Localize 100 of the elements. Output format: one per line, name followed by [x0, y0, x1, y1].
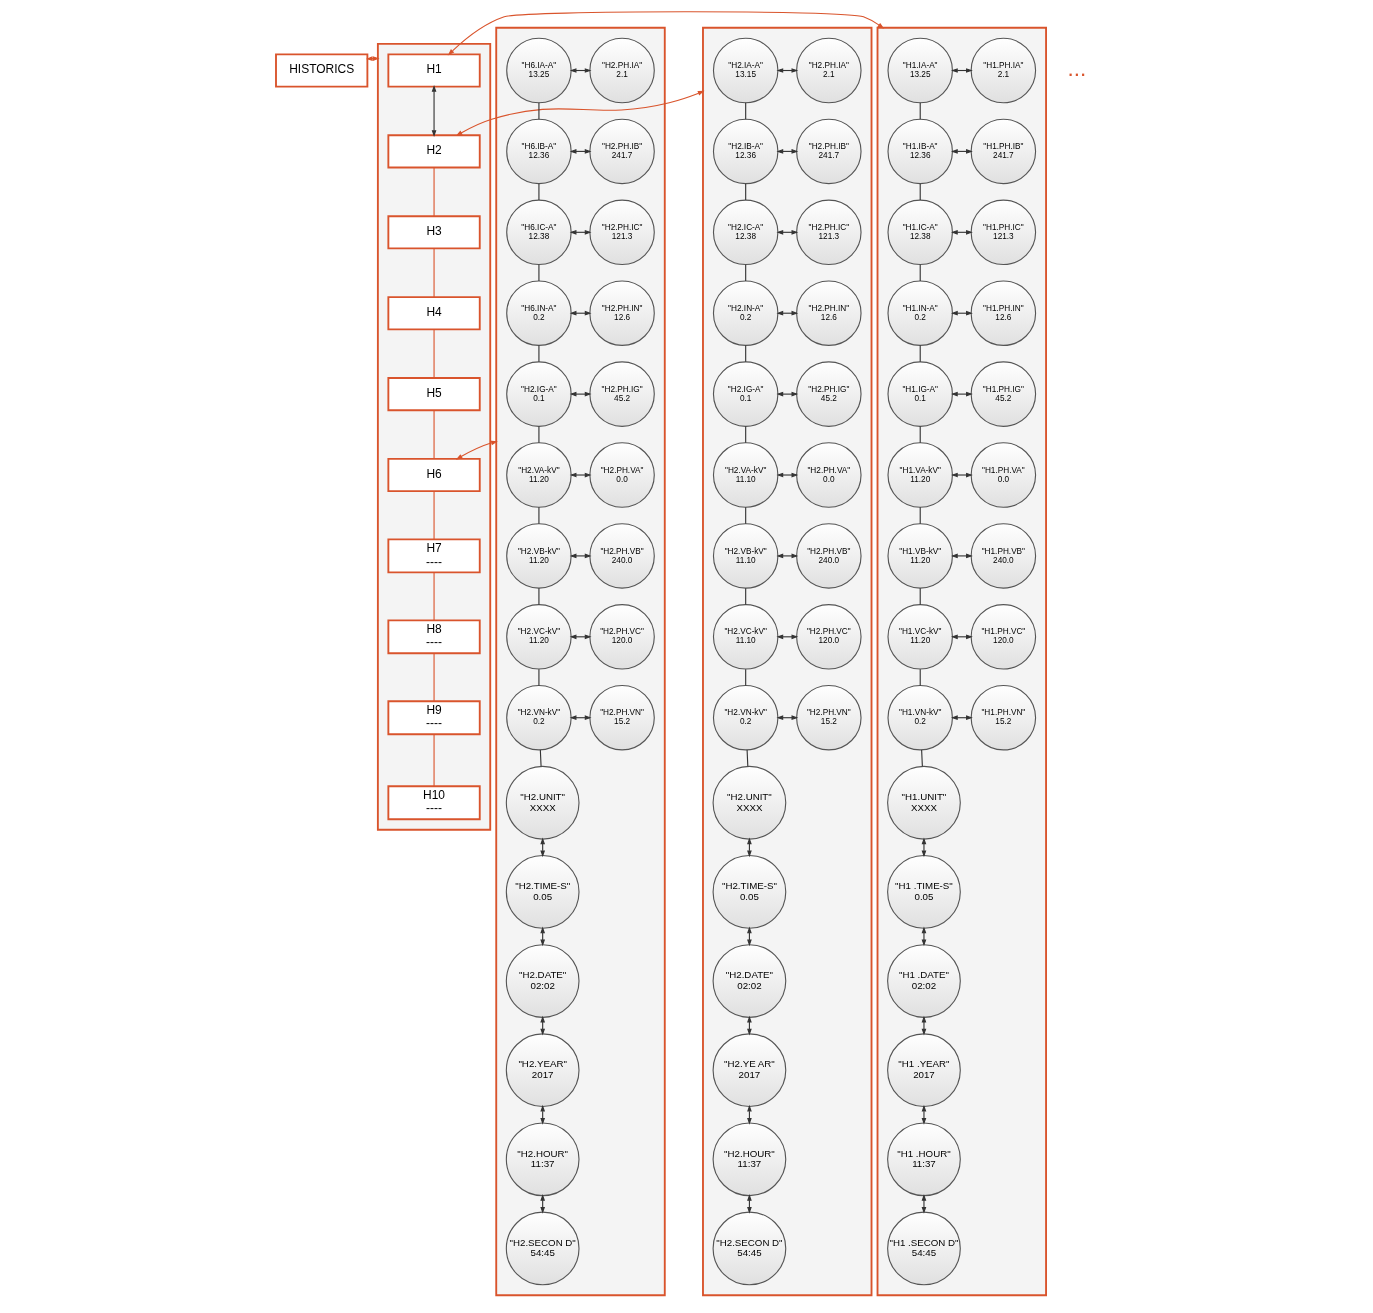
connector	[433, 167, 435, 217]
node-circle: "H2.PH.IN" 12.6	[796, 280, 862, 346]
node-circle: "H2.VA-kV" 11.20	[506, 442, 572, 508]
connector	[538, 587, 540, 606]
connector	[538, 425, 540, 444]
connector	[746, 749, 749, 767]
connector	[538, 345, 540, 363]
node-circle: "H2.TIME-S" 0.05	[712, 855, 787, 929]
connector	[538, 264, 540, 282]
arrow	[951, 391, 973, 397]
connector	[433, 248, 435, 298]
node-circle: "H6.IB-A" 12.36	[506, 118, 572, 185]
connector	[433, 652, 435, 702]
node-circle: "H2.VA-kV" 11.10	[712, 442, 779, 508]
arrow	[921, 837, 927, 858]
node-circle: "H2.PH.IG" 45.2	[796, 361, 862, 427]
node-circle: "H2.SECON D" 54:45	[712, 1211, 787, 1286]
node-box: H3	[387, 215, 481, 250]
node-circle: "H2.UNIT" XXXX	[712, 765, 787, 840]
arrow	[921, 1104, 927, 1125]
node-circle: "H1.IG-A" 0.1	[887, 361, 953, 427]
node-circle: "H1.VC-kV" 11.20	[887, 604, 953, 670]
node-circle: "H2.PH.IN" 12.6	[589, 280, 655, 346]
connector	[433, 490, 435, 540]
node-circle: "H2.PH.VN" 15.2	[589, 684, 655, 751]
node-box: H1	[387, 53, 481, 88]
node-circle: "H2.PH.IB" 241.7	[589, 118, 655, 185]
node-box: H8 ----	[387, 619, 481, 655]
node-box: HISTORICS	[275, 53, 369, 88]
node-circle: "H1.PH.VC" 120.0	[970, 604, 1037, 670]
node-circle: "H2.IA-A" 13.15	[712, 37, 779, 104]
connector	[919, 587, 921, 606]
node-circle: "H1 .YEAR" 2017	[887, 1033, 961, 1108]
connector	[433, 409, 435, 460]
arrow	[921, 926, 927, 947]
connector	[538, 102, 540, 120]
node-circle: "H2.PH.IG" 45.2	[589, 361, 655, 427]
node-circle: "H2.VB-kV" 11.20	[506, 523, 572, 589]
node-circle: "H2.YE AR" 2017	[712, 1033, 787, 1108]
node-circle: "H2.VN-kV" 0.2	[712, 684, 779, 751]
connector	[538, 668, 540, 687]
node-circle: "H2.PH.IA" 2.1	[796, 37, 862, 104]
node-circle: "H1 .SECON D" 54:45	[887, 1211, 961, 1286]
arrow	[951, 553, 973, 559]
node-circle: "H2.IC-A" 12.38	[712, 199, 779, 266]
node-box: H10 ----	[387, 785, 481, 821]
node-circle: "H2.IG-A" 0.1	[712, 361, 779, 427]
arrow	[921, 1015, 927, 1036]
arrow	[776, 472, 799, 478]
node-circle: "H2.IB-A" 12.36	[712, 118, 779, 185]
node-circle: "H2.VN-kV" 0.2	[506, 684, 572, 751]
node-circle: "H1.PH.IC" 121.3	[970, 199, 1037, 266]
node-circle: "H2.PH.IC" 121.3	[796, 199, 862, 266]
node-circle: "H2.PH.IC" 121.3	[589, 199, 655, 266]
connector	[433, 733, 435, 787]
node-circle: "H2.PH.VC" 120.0	[796, 604, 862, 670]
arrow	[455, 90, 705, 137]
arrow	[431, 85, 437, 137]
node-box: H4	[387, 296, 481, 331]
cluster	[702, 26, 873, 1297]
node-circle: "H1.IA-A" 13.25	[887, 37, 953, 104]
node-circle: "H2.PH.VA" 0.0	[796, 442, 862, 508]
node-circle: "H2.VC-kV" 11.20	[506, 604, 572, 670]
node-circle: "H1.PH.IA" 2.1	[970, 37, 1037, 104]
node-circle: "H2.PH.IA" 2.1	[589, 37, 655, 104]
arrow	[921, 1194, 927, 1214]
connector	[538, 506, 540, 525]
node-circle: "H1.IN-A" 0.2	[887, 280, 953, 346]
node-circle: "H6.IA-A" 13.25	[506, 37, 572, 104]
connector	[745, 506, 747, 525]
connector	[433, 328, 435, 379]
connector	[921, 749, 923, 767]
node-circle: "H1.PH.VN" 15.2	[970, 684, 1037, 751]
node-circle: "H1.VB-kV" 11.20	[887, 523, 953, 589]
connector	[745, 587, 747, 606]
node-box: H7 ----	[387, 538, 481, 574]
node-circle: "H2.VB-kV" 11.10	[712, 523, 779, 589]
node-circle: "H2.PH.VB" 240.0	[796, 523, 862, 589]
cluster	[876, 26, 1047, 1297]
node-circle: "H1.VN-kV" 0.2	[887, 684, 953, 751]
node-circle: "H2.IG-A" 0.1	[506, 361, 572, 427]
node-circle: "H2.DATE" 02:02	[712, 944, 787, 1018]
node-circle: "H1.UNIT" XXXX	[887, 765, 961, 840]
node-circle: "H2.PH.VN" 15.2	[796, 684, 862, 751]
cluster	[495, 26, 666, 1297]
connector	[919, 425, 921, 444]
arrow	[776, 391, 799, 397]
node-circle: "H1 .TIME-S" 0.05	[887, 855, 961, 929]
node-circle: "H2.UNIT" XXXX	[505, 765, 580, 840]
node-circle: "H2.PH.VC" 120.0	[589, 604, 655, 670]
arrow	[569, 472, 592, 478]
node-circle: "H2.HOUR" 11:37	[712, 1122, 787, 1197]
node-circle: "H1 .HOUR" 11:37	[887, 1122, 961, 1197]
node-circle: "H2.PH.VB" 240.0	[589, 523, 655, 589]
arrow	[569, 553, 592, 559]
node-circle: "H1.IB-A" 12.36	[887, 118, 953, 185]
node-circle: "H1.IC-A" 12.38	[887, 199, 953, 266]
node-circle: "H1.PH.VB" 240.0	[970, 523, 1037, 589]
node-circle: "H2.YEAR" 2017	[505, 1033, 580, 1108]
arrow	[447, 11, 885, 56]
